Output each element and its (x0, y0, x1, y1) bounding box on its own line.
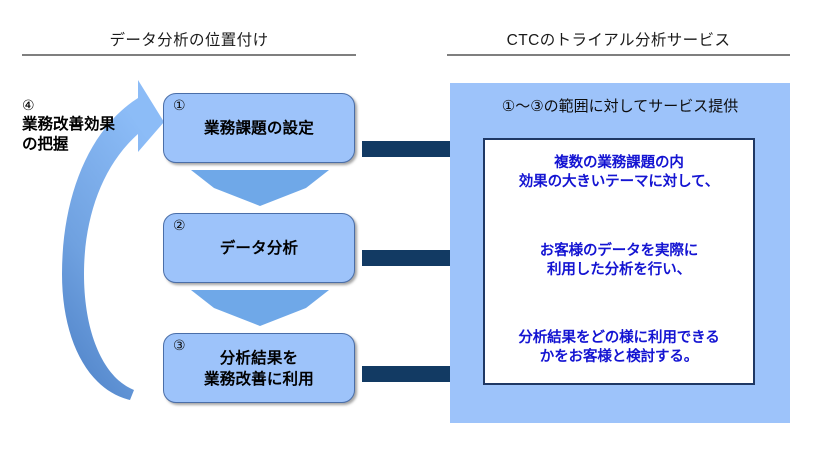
flow-step-1-number: ① (173, 97, 186, 113)
flow-chevron-1-2 (191, 170, 329, 206)
flow-step-3-label-line1: 分析結果を (219, 350, 299, 367)
flow-chevron-2-3 (191, 290, 329, 326)
flow-step-1[interactable]: ① 業務課題の設定 (163, 93, 355, 163)
feedback-label: ④ 業務改善効果 の把握 (22, 96, 115, 155)
flow-step-1-label: 業務課題の設定 (204, 120, 314, 137)
service-panel-inner-box: 複数の業務課題の内 効果の大きいテーマに対して、 お客様のデータを実際に 利用し… (483, 138, 755, 385)
service-block-1-line1: 複数の業務課題の内 (554, 155, 684, 171)
left-column-title: データ分析の位置付け (109, 32, 269, 49)
feedback-number: ④ (22, 97, 35, 113)
right-column-title: CTCのトライアル分析サービス (506, 32, 731, 49)
left-column-rule (22, 54, 356, 56)
service-block-3-line2: かをお客様と検討する。 (539, 349, 699, 366)
service-block-2-line1: お客様のデータを実際に (539, 242, 699, 259)
service-block-2: お客様のデータを実際に 利用した分析を行い、 (489, 242, 749, 280)
flow-step-2-label: データ分析 (219, 240, 299, 257)
service-block-2-line2: 利用した分析を行い、 (547, 261, 691, 278)
service-block-1: 複数の業務課題の内 効果の大きいテーマに対して、 (489, 154, 749, 192)
right-column-rule (447, 54, 790, 56)
service-block-1-line2: 効果の大きいテーマに対して、 (518, 173, 720, 190)
feedback-label-line2: の把握 (22, 136, 69, 154)
flow-step-2-number: ② (173, 217, 186, 233)
feedback-label-line1: 業務改善効果 (22, 115, 116, 133)
flow-step-3[interactable]: ③ 分析結果を 業務改善に利用 (163, 333, 355, 403)
service-block-3-line1: 分析結果をどの様に利用できる (518, 330, 720, 347)
flow-step-2[interactable]: ② データ分析 (163, 213, 355, 283)
service-panel: ①～③の範囲に対してサービス提供 複数の業務課題の内 効果の大きいテーマに対して… (450, 83, 790, 423)
service-block-3: 分析結果をどの様に利用できる かをお客様と検討する。 (489, 329, 749, 367)
feedback-loop-arrow (62, 80, 164, 400)
flow-step-3-number: ③ (173, 337, 186, 353)
service-panel-heading: ①～③の範囲に対してサービス提供 (501, 98, 739, 115)
flow-step-3-label-line2: 業務改善に利用 (204, 371, 314, 388)
